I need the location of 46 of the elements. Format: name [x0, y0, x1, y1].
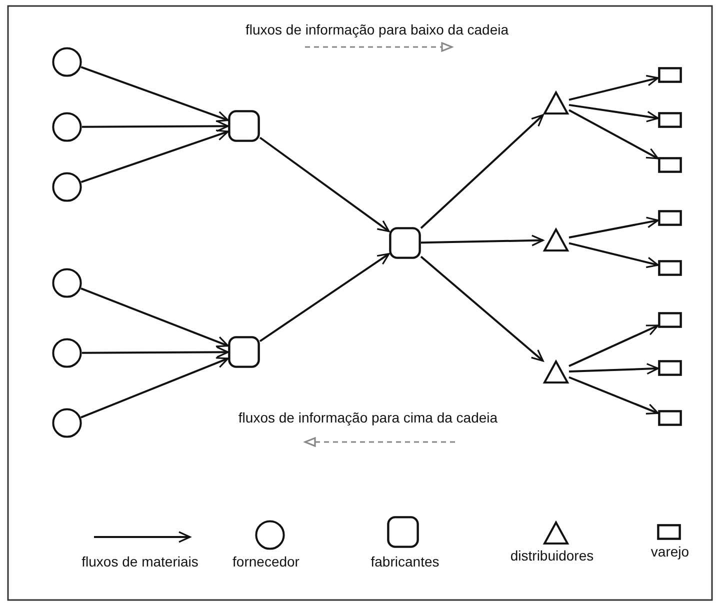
rectangle-node	[658, 312, 682, 328]
arrow	[568, 376, 659, 414]
triangle-node	[543, 91, 569, 115]
arrow	[568, 104, 659, 122]
legend-label: varejo	[650, 544, 690, 560]
arrow	[568, 242, 659, 268]
legend-label: fornecedor	[232, 554, 300, 570]
rectangle-node	[658, 260, 682, 276]
arrow	[80, 288, 229, 348]
arrow	[568, 216, 659, 238]
rectangle-node	[658, 360, 682, 376]
rounded-square-node	[228, 110, 260, 142]
rectangle-node	[658, 112, 682, 128]
circle-node	[52, 112, 82, 142]
arrow	[568, 324, 659, 367]
circle-node	[52, 268, 82, 298]
circle-node	[52, 408, 82, 438]
flow-note: fluxos de informação para baixo da cadeia	[245, 22, 509, 38]
arrow	[259, 253, 390, 342]
legend-label: fluxos de materiais	[82, 554, 198, 570]
rounded-square-node	[228, 336, 260, 368]
arrow	[82, 120, 229, 132]
arrow	[568, 109, 659, 160]
circle-node	[52, 47, 82, 77]
flow-note: fluxos de informação para cima da cadeia	[238, 410, 498, 426]
rectangle-node	[658, 210, 682, 226]
triangle-node	[543, 228, 569, 252]
arrow	[80, 130, 229, 184]
arrow	[568, 363, 659, 375]
circle-node	[52, 172, 82, 202]
rounded-square-node	[389, 227, 421, 259]
rectangle-node	[658, 157, 682, 173]
rectangle-node	[658, 410, 682, 426]
arrow	[80, 66, 229, 122]
legend-label: fabricantes	[370, 554, 440, 570]
arrow	[80, 357, 229, 418]
arrow	[420, 234, 544, 246]
rectangle-node	[658, 67, 682, 83]
arrow	[259, 136, 390, 232]
triangle-node	[543, 360, 569, 384]
arrow	[82, 346, 229, 358]
circle-node	[52, 338, 82, 368]
legend-label: distribuidores	[510, 548, 594, 564]
arrow	[420, 114, 544, 229]
arrow	[420, 256, 544, 362]
arrow	[568, 74, 659, 101]
